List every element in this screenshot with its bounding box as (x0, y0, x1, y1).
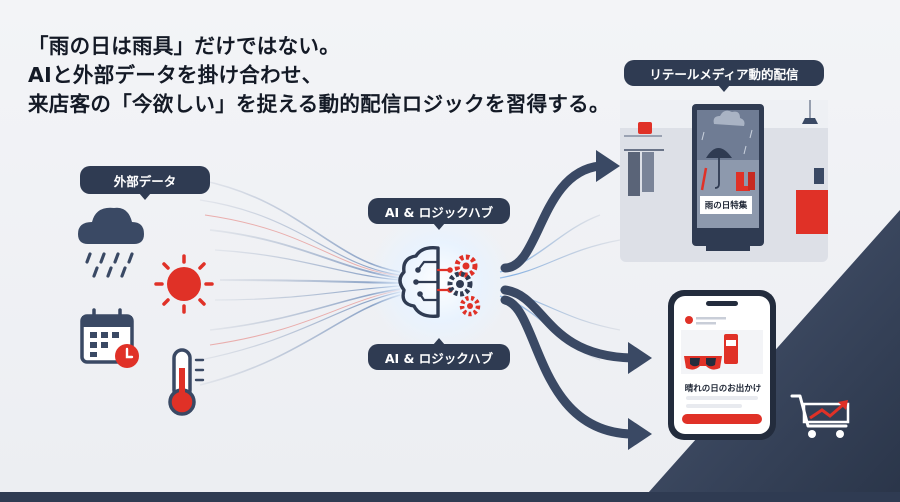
phone-banner-text: 晴れの日のお出かけ (684, 384, 762, 394)
bottom-bar (0, 492, 900, 502)
store-scene (620, 100, 828, 262)
thermometer-icon (168, 348, 205, 416)
brain-gear-icon (398, 245, 481, 318)
headline-line-2: AIと外部データを掛け合わせ、 (28, 63, 323, 87)
retail-media-label: リテールメディア動的配信 (624, 60, 824, 92)
arrow-heads (596, 150, 652, 450)
calendar-clock-icon (80, 308, 139, 368)
output-arrows (500, 161, 637, 439)
phone-cta-button (682, 414, 762, 424)
cart-icon (790, 394, 850, 438)
sun-icon (154, 254, 214, 314)
signage-text: 雨の日特集 (700, 196, 752, 214)
headline: 「雨の日は雨具」だけではない。 AIと外部データを掛け合わせ、 来店客の「今欲し… (28, 32, 628, 119)
headline-line-3: 来店客の「今欲しい」を捉える動的配信ロジックを習得する。 (28, 92, 610, 116)
rain-cloud-icon (78, 207, 144, 278)
hub-label-bottom: AI & ロジックハブ (368, 338, 510, 370)
umbrella-icon (700, 148, 732, 191)
smartphone (668, 290, 776, 440)
hub-glow (368, 210, 512, 354)
hub-label-top: AI & ロジックハブ (368, 198, 510, 230)
external-data-label: 外部データ (80, 166, 210, 200)
headline-line-1: 「雨の日は雨具」だけではない。 (28, 34, 340, 58)
sunglasses-icon (684, 356, 722, 370)
